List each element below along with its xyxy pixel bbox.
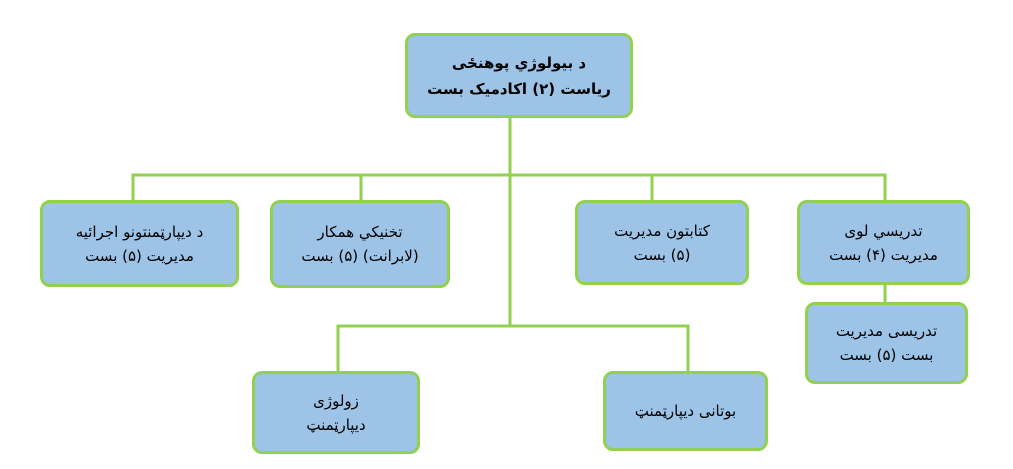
node-label-line2: (لابرانت) (۵) بست [301,247,419,265]
node-label-line1: کتابتون مدیریت [614,221,710,240]
zoology-department-node: زولوژی دیپارټمنټ [252,371,420,454]
node-label-line2: (۵) بست [633,245,691,264]
library-management-node: کتابتون مدیریت (۵) بست [575,200,749,285]
node-label-line1: تخنیکي همکار [317,223,403,241]
node-label-line1: د بیولوژي پوهنځی [451,53,587,72]
teaching-management-node: تدریسی مدیریت بست (۵) بست [805,302,968,384]
botany-department-node: بوتانی دیپارټمنټ [603,371,768,451]
node-label-line2: دیپارټمنټ [306,415,366,434]
node-label-line1: تدریسی مدیریت [835,322,938,340]
node-label-line2: ریاست (۲) اکادمیک بست [427,79,611,98]
node-label-line2: مدیریت (۴) بست [829,245,938,264]
technical-assistant-node: تخنیکي همکار (لابرانت) (۵) بست [270,200,450,288]
faculty-head-node: د بیولوژي پوهنځی ریاست (۲) اکادمیک بست [405,33,633,118]
node-label-line2: بست (۵) بست [839,346,934,364]
executive-management-node: د دیپارټمنتونو اجرائیه مدیریت (۵) بست [40,200,239,287]
node-label-line1: زولوژی [313,391,359,410]
teaching-head-node: تدریسي لوی مدیریت (۴) بست [797,200,970,285]
node-label-line1: تدریسي لوی [844,221,923,240]
node-label-line2: مدیریت (۵) بست [85,246,194,265]
node-label-line1: بوتانی دیپارټمنټ [634,402,737,420]
node-label-line1: د دیپارټمنتونو اجرائیه [75,222,204,241]
